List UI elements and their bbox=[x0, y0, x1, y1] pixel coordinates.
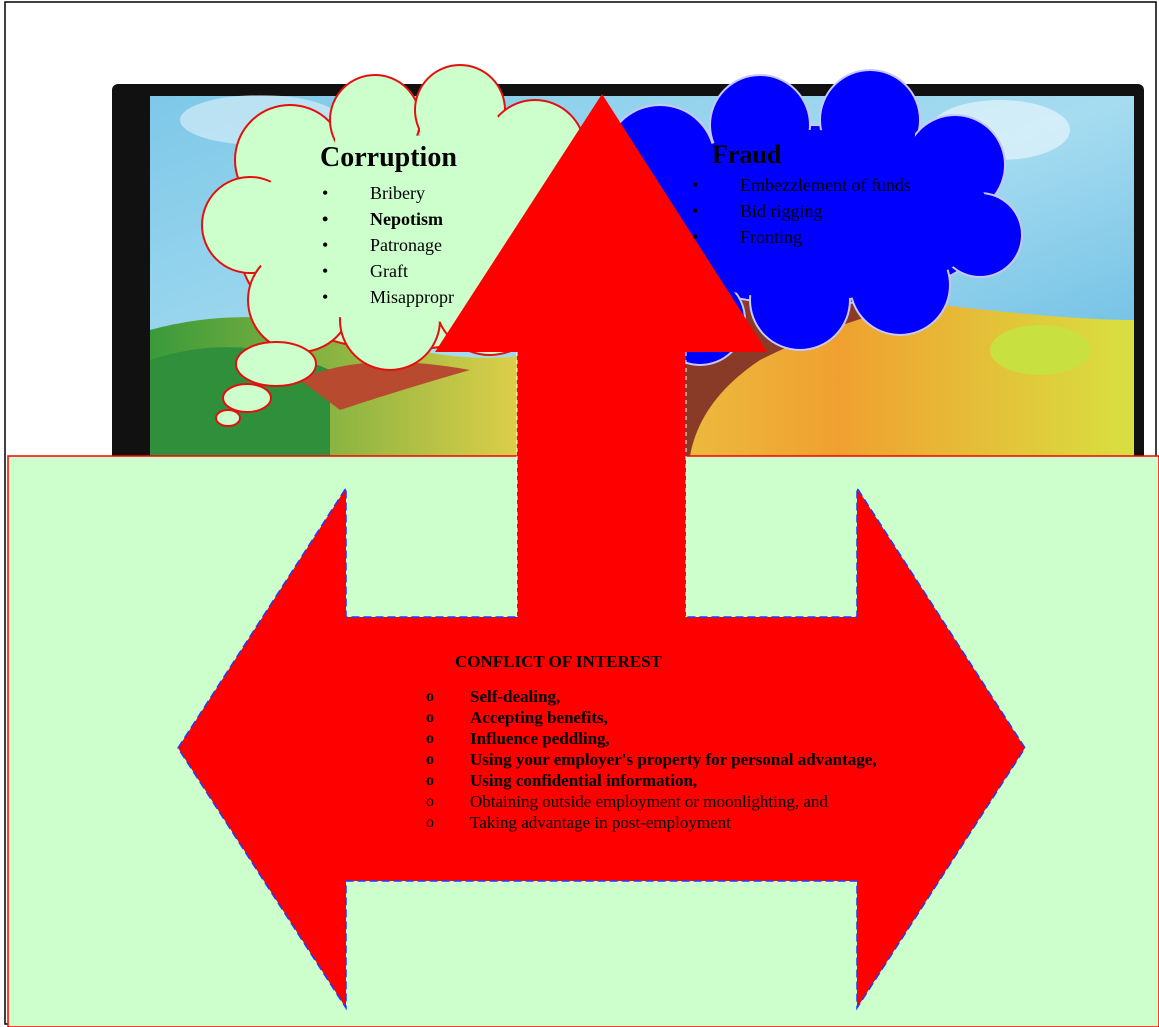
list-item: Taking advantage in post-employment bbox=[420, 812, 940, 833]
conflict-list: Self-dealing, Accepting benefits, Influe… bbox=[420, 686, 940, 833]
list-item: Embezzlement of funds bbox=[692, 172, 932, 198]
list-item: Influence peddling, bbox=[420, 728, 940, 749]
list-item: Using your employer's property for perso… bbox=[420, 749, 940, 770]
list-item: Self-dealing, bbox=[420, 686, 940, 707]
fraud-title: Fraud bbox=[712, 140, 782, 169]
list-item: Obtaining outside employment or moonligh… bbox=[420, 791, 940, 812]
corruption-list: Bribery Nepotism Patronage Graft Misappr… bbox=[322, 180, 562, 310]
list-item: Patronage bbox=[322, 232, 562, 258]
list-item: Accepting benefits, bbox=[420, 707, 940, 728]
fraud-list: Embezzlement of funds Bid rigging Fronti… bbox=[692, 172, 932, 250]
list-item: Nepotism bbox=[322, 206, 562, 232]
corruption-title: Corruption bbox=[320, 142, 457, 173]
list-item: Bribery bbox=[322, 180, 562, 206]
list-item: Misappropr bbox=[322, 284, 562, 310]
list-item: Bid rigging bbox=[692, 198, 932, 224]
list-item: Graft bbox=[322, 258, 562, 284]
conflict-title: CONFLICT OF INTEREST bbox=[455, 652, 662, 671]
list-item: Fronting bbox=[692, 224, 932, 250]
list-item: Using confidential information, bbox=[420, 770, 940, 791]
